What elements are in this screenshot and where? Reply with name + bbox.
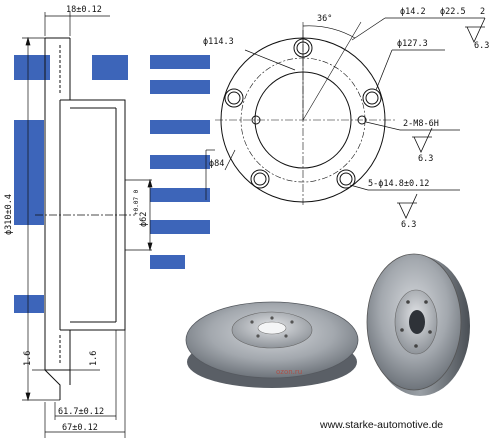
- roughness-value-3: 6.3: [401, 220, 416, 230]
- dim-width-top: 18±0.12: [66, 5, 102, 15]
- side-section-view: [35, 37, 135, 400]
- dim-total-height: 67±0.12: [62, 423, 98, 433]
- dim-countersink-depth: 2: [480, 7, 485, 17]
- side-dimensions: [22, 12, 153, 438]
- front-leaders: [205, 17, 485, 200]
- dim-hole-pcd: ϕ127.3: [397, 39, 428, 49]
- dim-bolt-circle: ϕ114.3: [203, 37, 234, 47]
- dim-diameter-outer: ϕ310±0.4: [4, 194, 14, 235]
- section-outline-right: [69, 38, 126, 385]
- disc-photo-flat: [185, 301, 359, 388]
- dim-diameter-hat: ϕ62: [139, 212, 149, 227]
- website-url[interactable]: www.starke-automotive.de: [319, 419, 443, 431]
- dim-angle: 36°: [317, 14, 332, 24]
- roughness-value-2: 6.3: [418, 154, 433, 164]
- roughness-value-1: 6.3: [474, 41, 489, 51]
- dim-hat-height: 61.7±0.12: [58, 407, 104, 417]
- dim-thread: 2-M8-6H: [403, 119, 439, 129]
- front-view: [215, 21, 395, 205]
- dim-hole-diameter: ϕ14.2: [400, 7, 426, 17]
- dim-chamfer-left: 1.6: [23, 351, 33, 366]
- disc-photo-standing: [366, 253, 470, 396]
- brand-watermark-logo: [14, 55, 210, 313]
- dim-hat-tolerance: +0.07 0: [133, 189, 140, 215]
- dim-holes-spec: 5-ϕ14.8±0.12: [368, 179, 429, 189]
- watermark-text: ozon.ru: [276, 368, 302, 376]
- dim-countersink: ϕ22.5: [440, 7, 466, 17]
- dim-chamfer-right: 1.6: [89, 351, 99, 366]
- section-outline-left: [44, 38, 61, 400]
- roughness-symbols: [397, 17, 486, 219]
- dim-center-bore: ϕ84: [209, 159, 224, 169]
